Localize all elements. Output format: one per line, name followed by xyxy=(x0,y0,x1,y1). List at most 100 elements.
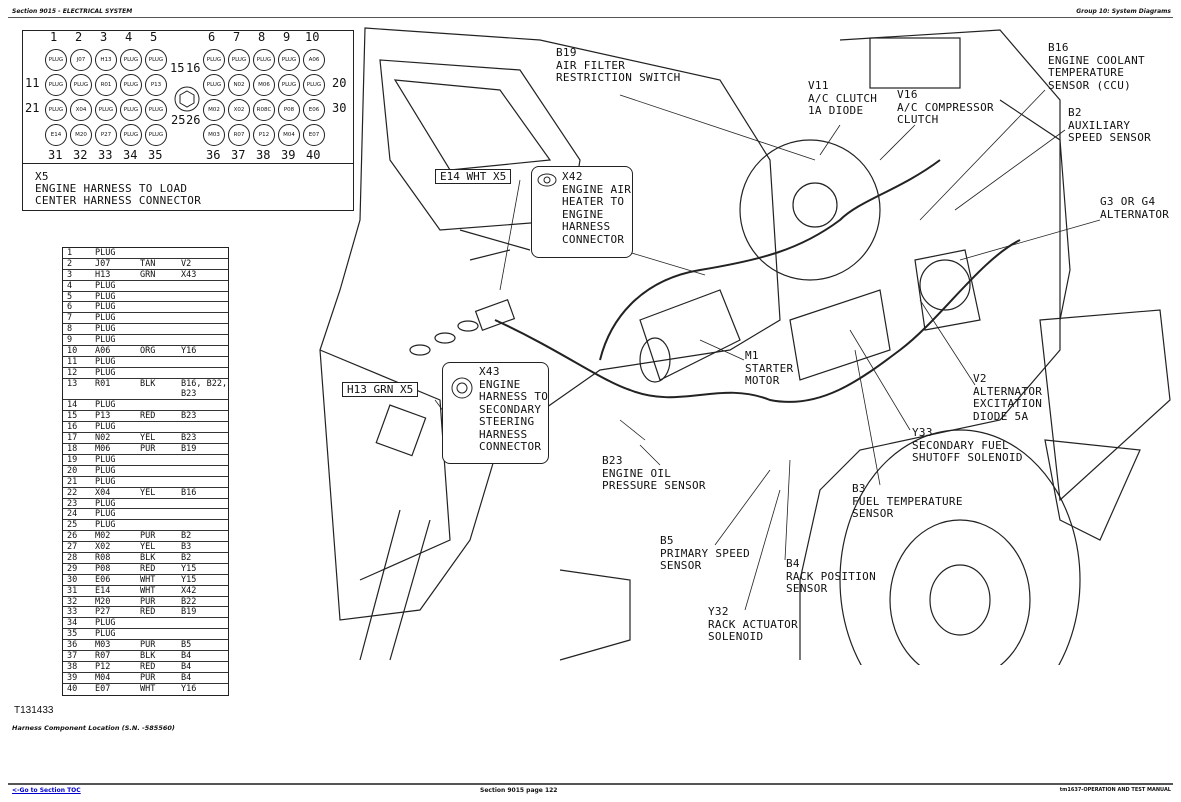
destination: B3 xyxy=(181,542,192,553)
callout-v2: V2 ALTERNATOR EXCITATION DIODE 5A xyxy=(973,372,1043,423)
table-row: 11 PLUG xyxy=(63,357,228,368)
wire-number: R07 xyxy=(95,650,111,661)
connector-pin: PLUG xyxy=(45,74,67,96)
pin-number: 28 xyxy=(67,552,78,563)
destination: B2 xyxy=(181,531,192,542)
pin-number: 9 xyxy=(283,30,291,44)
wire-number: PLUG xyxy=(95,302,116,313)
manual-title: tm1637-OPERATION AND TEST MANUAL xyxy=(1059,787,1171,793)
connector-pin: PLUG xyxy=(95,99,117,121)
connector-pin: A06 xyxy=(303,49,325,71)
figure-id: T131433 xyxy=(14,705,54,716)
section-title: Section 9015 - ELECTRICAL SYSTEM xyxy=(12,8,133,15)
pin-number: 11 xyxy=(25,76,40,90)
pin-number: 40 xyxy=(67,683,78,694)
destination: B23 xyxy=(181,433,197,444)
destination: B19 xyxy=(181,607,197,618)
wire-number: PLUG xyxy=(95,335,116,346)
pin-number: 11 xyxy=(67,356,78,367)
pin-number: 3 xyxy=(100,30,108,44)
wire-number: P13 xyxy=(95,411,111,422)
pin-number: 6 xyxy=(67,302,73,313)
wire-number: M04 xyxy=(95,672,111,683)
page-number: Section 9015 page 122 xyxy=(480,787,558,794)
callout-m1: M1 STARTER MOTOR xyxy=(745,349,794,387)
pin-number: 36 xyxy=(206,148,221,162)
table-row: 39 M04 PUR B4 xyxy=(63,673,228,684)
pin-number: 34 xyxy=(123,148,138,162)
connector-pin: E06 xyxy=(303,99,325,121)
destination: Y16 xyxy=(181,683,197,694)
wire-color: PUR xyxy=(140,444,156,455)
pin-number: 1 xyxy=(50,30,58,44)
wire-color: GRN xyxy=(140,269,156,280)
pin-number: 29 xyxy=(67,563,78,574)
pin-number: 18 xyxy=(67,444,78,455)
wire-number: PLUG xyxy=(95,280,116,291)
callout-b23: B23 ENGINE OIL PRESSURE SENSOR xyxy=(602,454,706,492)
destination: Y15 xyxy=(181,563,197,574)
callout-v16: V16 A/C COMPRESSOR CLUTCH xyxy=(897,88,994,126)
wire-color: BLK xyxy=(140,650,156,661)
wire-number: PLUG xyxy=(95,356,116,367)
connector-desc-1: ENGINE HARNESS TO LOAD xyxy=(35,182,188,195)
connector-pin: PLUG xyxy=(120,49,142,71)
pin-number: 2 xyxy=(75,30,83,44)
go-to-section-toc-link[interactable]: <-Go to Section TOC xyxy=(12,787,81,794)
connector-pin: P12 xyxy=(253,124,275,146)
destination: Y16 xyxy=(181,346,197,357)
wire-number: PLUG xyxy=(95,465,116,476)
wire-number: R08 xyxy=(95,552,111,563)
header-rule xyxy=(8,17,1173,18)
pin-number: 8 xyxy=(258,30,266,44)
pin-number: 26 xyxy=(186,113,201,127)
wire-color: WHT xyxy=(140,585,156,596)
destination: Y15 xyxy=(181,574,197,585)
callout-y33: Y33 SECONDARY FUEL SHUTOFF SOLENOID xyxy=(912,426,1023,464)
wire-number: N02 xyxy=(95,433,111,444)
wire-color: PUR xyxy=(140,640,156,651)
wire-number: PLUG xyxy=(95,324,116,335)
pin-number: 30 xyxy=(67,574,78,585)
pin-number: 39 xyxy=(67,672,78,683)
wire-number: PLUG xyxy=(95,422,116,433)
wire-number: PLUG xyxy=(95,498,116,509)
connector-pin: M03 xyxy=(203,124,225,146)
connector-pin: R08C xyxy=(253,99,275,121)
pin-number: 39 xyxy=(281,148,296,162)
wire-number: E07 xyxy=(95,683,111,694)
connector-icon xyxy=(537,173,557,187)
callout-y32: Y32 RACK ACTUATOR SOLENOID xyxy=(708,605,798,643)
pin-number: 27 xyxy=(67,542,78,553)
wire-number: PLUG xyxy=(95,509,116,520)
pin-number: 14 xyxy=(67,400,78,411)
destination: B4 xyxy=(181,672,192,683)
wire-number: P27 xyxy=(95,607,111,618)
connector-icon xyxy=(451,377,473,399)
callout-x42: X42 ENGINE AIR HEATER TO ENGINE HARNESS … xyxy=(562,170,632,246)
pin-number: 21 xyxy=(25,101,40,115)
wire-color: PUR xyxy=(140,672,156,683)
pin-number: 3 xyxy=(67,269,73,280)
pin-number: 15 xyxy=(170,61,185,75)
pin-number: 37 xyxy=(67,650,78,661)
wire-number: PLUG xyxy=(95,248,116,258)
pin-number: 25 xyxy=(67,520,78,531)
callout-b3: B3 FUEL TEMPERATURE SENSOR xyxy=(852,482,963,520)
pin-number: 15 xyxy=(67,411,78,422)
wire-color: RED xyxy=(140,661,156,672)
wire-number: M03 xyxy=(95,640,111,651)
